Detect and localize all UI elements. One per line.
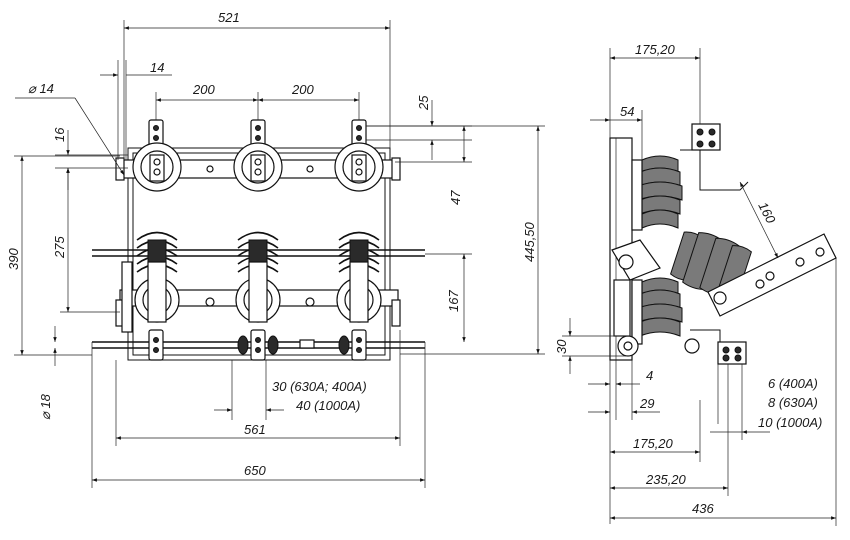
top-clamp [691, 123, 721, 151]
dim-height-445: 445,50 [522, 221, 537, 262]
dim-160: 160 [755, 200, 779, 227]
dim-height-390: 390 [6, 248, 21, 270]
dim-width-521: 521 [218, 10, 240, 25]
dim-side-top-175: 175,20 [635, 42, 676, 57]
dim-4: 4 [646, 368, 653, 383]
dim-rod-diameter: ⌀ 18 [38, 393, 53, 420]
dim-hole-diameter: ⌀ 14 [28, 81, 54, 96]
dim-30: 30 [554, 339, 569, 354]
top-terminal [680, 149, 749, 191]
dim-side-436: 436 [692, 501, 714, 516]
dim-plate-14: 14 [150, 60, 164, 75]
frame-hole [306, 165, 314, 173]
pivot-link [611, 239, 661, 281]
side-dimensions: 175,20 54 160 30 4 29 [554, 42, 837, 526]
dim-29: 29 [639, 396, 654, 411]
front-dimensions: 521 14 200 200 ⌀ 14 16 [6, 10, 545, 488]
upper-insulator [631, 155, 683, 231]
dim-25: 25 [416, 95, 431, 111]
lower-insulator [631, 277, 683, 345]
front-view: 521 14 200 200 ⌀ 14 16 [6, 10, 545, 488]
shaft-coupler [299, 339, 315, 349]
shaft-bushing [338, 335, 350, 355]
pivot [618, 254, 634, 270]
dim-width-650: 650 [244, 463, 266, 478]
lower-clamp [717, 341, 747, 365]
note-current-630: 8 (630A) [768, 395, 818, 410]
dim-side-bottom-175: 175,20 [633, 436, 674, 451]
right-tab-bottom [391, 299, 401, 327]
dim-pitch-right: 200 [291, 82, 314, 97]
dim-16: 16 [52, 127, 67, 142]
dim-47: 47 [448, 190, 463, 205]
dim-167: 167 [446, 290, 461, 312]
pole-2 [233, 119, 283, 361]
pole-1 [132, 119, 182, 361]
vertical-link [613, 279, 631, 337]
dim-54: 54 [620, 104, 634, 119]
dim-width-561: 561 [244, 422, 266, 437]
note-current-1000: 10 (1000A) [758, 415, 822, 430]
frame-hole [205, 297, 215, 307]
note-400-630: 30 (630A; 400A) [272, 379, 367, 394]
note-current-400: 6 (400A) [768, 376, 818, 391]
dim-side-235: 235,20 [645, 472, 687, 487]
frame-hole [305, 297, 315, 307]
pole-3 [334, 119, 384, 361]
shaft-bushing [237, 335, 249, 355]
shaft-bushing [267, 335, 279, 355]
right-tab-top [391, 157, 401, 181]
note-1000: 40 (1000A) [296, 398, 360, 413]
dim-pitch-left: 200 [192, 82, 215, 97]
side-view: 175,20 54 160 30 4 29 [554, 42, 837, 526]
frame-hole [206, 165, 214, 173]
dim-height-275: 275 [52, 236, 67, 259]
drive-lever [121, 261, 133, 333]
